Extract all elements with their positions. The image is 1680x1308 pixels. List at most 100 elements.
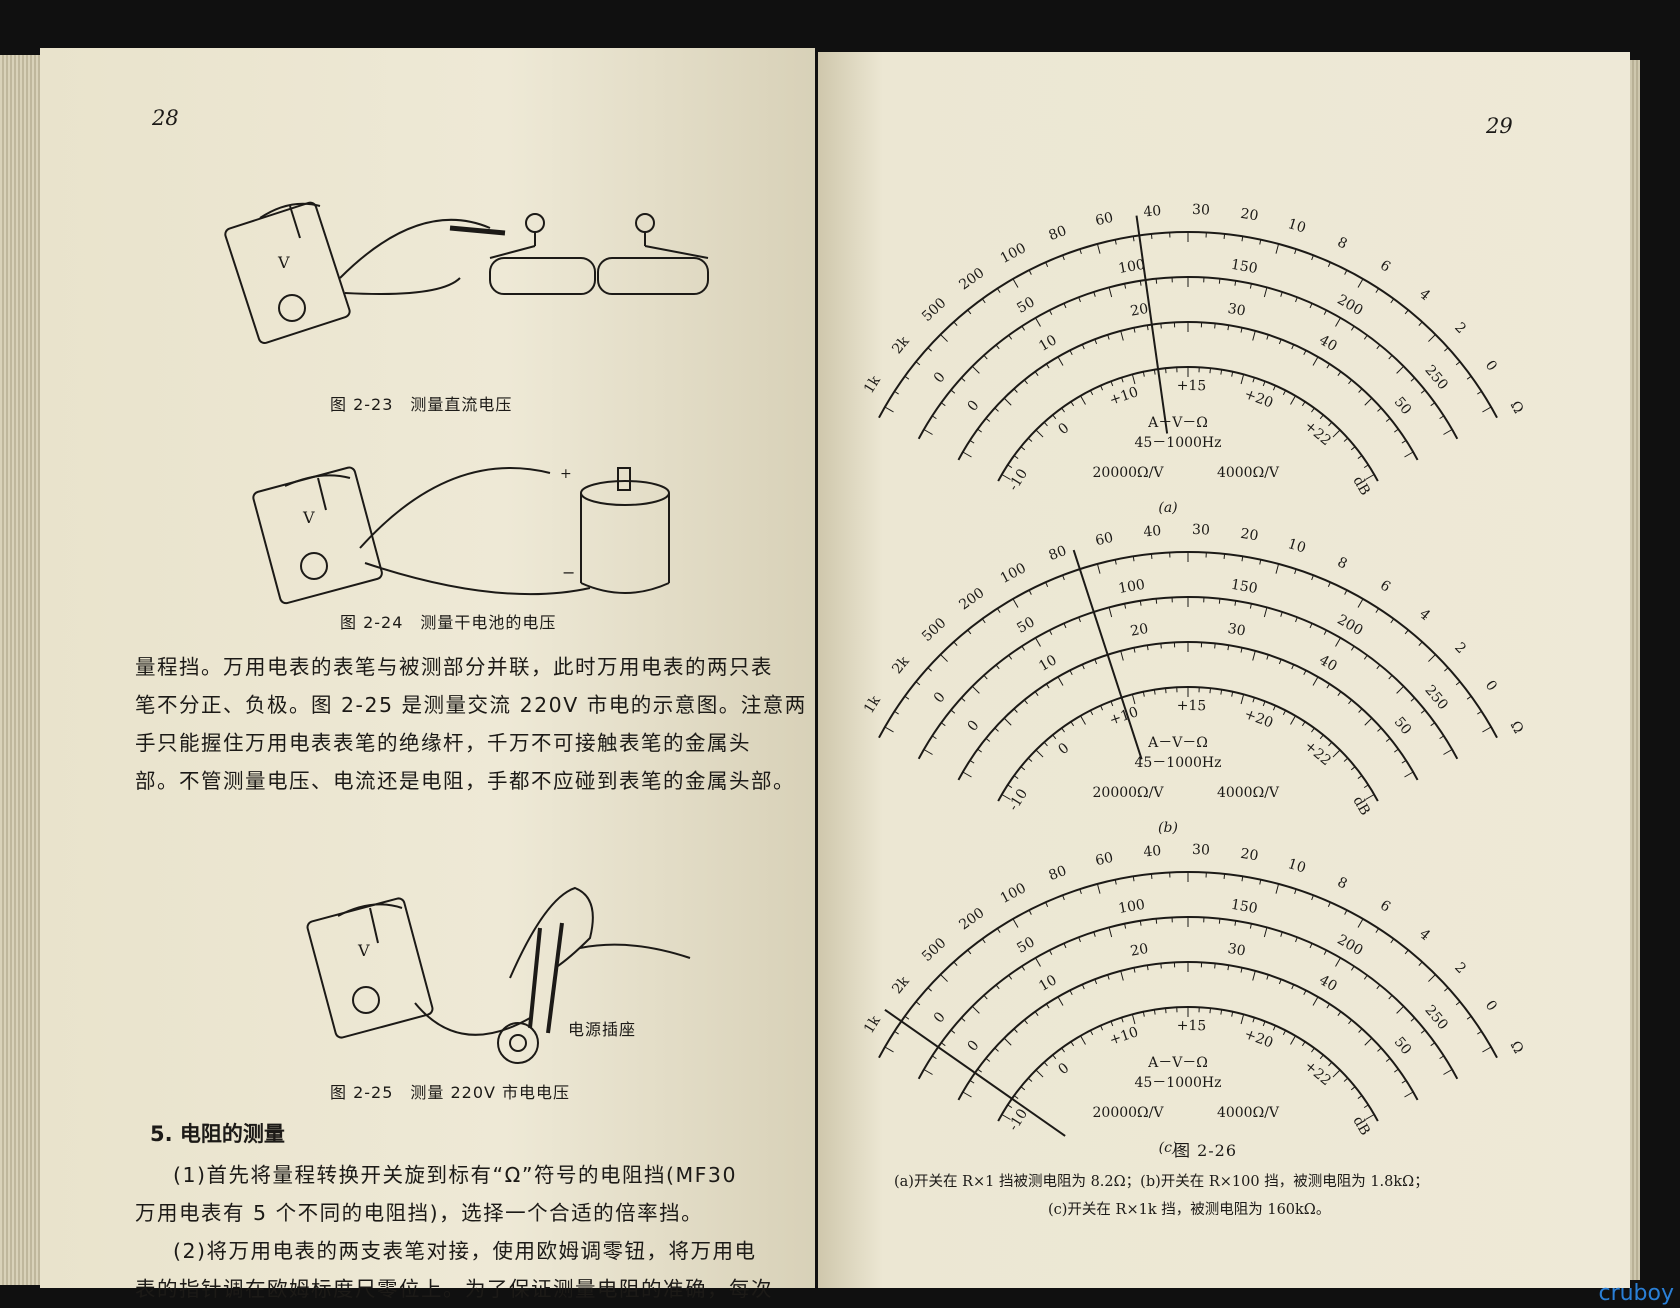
db-tick-label: +20 [1242,1026,1275,1051]
scale-tick [1142,1011,1145,1017]
scale-tick [1275,243,1280,254]
scale-tick [1043,1061,1048,1067]
volt-tick-label-b: 0 [965,717,983,734]
scale-tick [1034,371,1039,376]
scale-tick [940,334,948,342]
scale-tick [1080,1035,1086,1045]
scale-tick [1003,1037,1012,1046]
scale-tick [1078,297,1081,303]
scale-tick [1061,727,1065,733]
scale-tick [1466,375,1472,380]
scale-tick [1295,937,1298,943]
scale-tick [1344,589,1348,595]
scale-tick [1259,239,1262,245]
ohm-tick-label: 1k [861,693,884,717]
scale-tick [923,749,933,755]
note-line-1: (a)开关在 R×1 挡被测电阻为 8.2Ω；(b)开关在 R×100 挡，被测… [894,1174,1429,1190]
scale-tick [904,695,910,700]
scale-tick [1035,749,1044,758]
scale-tick [1045,262,1049,268]
scale-tick [1035,429,1044,438]
scale-tick [1390,298,1395,304]
scale-tick [1404,771,1414,778]
dial-frequency-label: 45－1000Hz [1134,1075,1221,1091]
scale-tick [1280,611,1283,617]
scale-tick [1326,1003,1331,1009]
scale-tick [1023,1019,1028,1025]
scale-tick [1291,984,1295,990]
scale-tick [1394,428,1399,433]
ohm-tick-label: 6 [1377,897,1393,915]
ohm-tick-label: 30 [1192,202,1210,219]
scale-tick [1375,288,1380,293]
figure-2-24-illustration: V + − [252,466,670,605]
scale-tick [1278,979,1282,985]
scale-tick [1035,957,1041,967]
scale-tick [1396,685,1405,694]
scale-tick [1344,909,1348,915]
scale-tick [1266,654,1269,660]
scale-tick [1312,996,1319,1006]
scale-tick [1294,248,1297,255]
scale-tick [1027,1077,1033,1082]
scale-tick [1035,1069,1044,1078]
scale-tick [1418,321,1423,326]
scale-tick [1089,390,1094,396]
db-tick-label: +22 [1301,1058,1334,1089]
scale-tick [1357,775,1363,779]
volt-tick-label: 50 [1014,294,1037,317]
volt-tick-label: 250 [1421,682,1450,713]
scale-tick [1357,918,1364,928]
scale-tick [1337,691,1342,696]
volt-tick-label-b: 40 [1316,972,1339,995]
scale-tick [1388,675,1393,680]
scale-tick [981,618,986,624]
ohm-tick-label: 6 [1377,257,1393,275]
scale-tick [995,984,1000,990]
scale-tick [1303,350,1307,356]
scale-tick [1070,1041,1075,1047]
scale-tick [1153,1009,1156,1015]
scale-tick [1100,705,1104,711]
ohm-tick-label: 2 [1451,640,1469,657]
scale-tick [1335,317,1341,327]
text-line: 万用电表有 5 个不同的电阻挡)，选择一个合适的倍率挡。 [135,1201,704,1225]
volt-tick-label: 200 [1334,612,1365,639]
scale-tick [1231,1011,1234,1017]
scale-tick [1096,243,1101,254]
scale-tick [1327,582,1331,588]
scale-tick [983,355,988,360]
volt-tick-label: 0 [931,1009,949,1026]
scale-tick [1278,339,1282,345]
scale-tick [1323,950,1327,955]
scale-tick [1045,902,1049,908]
dial-frequency-label: 45－1000Hz [1134,435,1221,451]
ohm-tick-label: 80 [1047,223,1069,244]
scale-tick [1007,1104,1013,1109]
scale-tick [1214,963,1216,969]
scale-tick [1012,278,1019,288]
scale-tick [1363,334,1368,340]
scale-tick [1240,647,1243,653]
scale-tick [1443,1069,1453,1075]
scale-tick [1081,984,1085,990]
volt-tick-label-b: 20 [1129,301,1149,320]
scale-tick [1013,388,1018,393]
scale-tick [1404,451,1414,458]
ohm-tick-label: 6 [1377,577,1393,595]
scale-tick [1001,474,1011,480]
scale-tick [940,722,946,727]
scale-tick [1252,1017,1255,1023]
scale-tick [1165,688,1167,694]
scale-tick [1394,1068,1399,1073]
scale-tick [940,974,948,982]
scale-tick [1069,670,1073,676]
scale-tick [1343,1077,1349,1082]
db-tick-label: 0 [1055,420,1072,438]
text-line: 量程挡。万用电表的表笔与被测部分并联，此时万用电表的两只表 [135,655,773,679]
scale-tick [1218,918,1221,924]
scale-tick [1070,401,1075,407]
scale-tick [1081,344,1085,350]
ohm-tick-label: 80 [1047,543,1069,564]
